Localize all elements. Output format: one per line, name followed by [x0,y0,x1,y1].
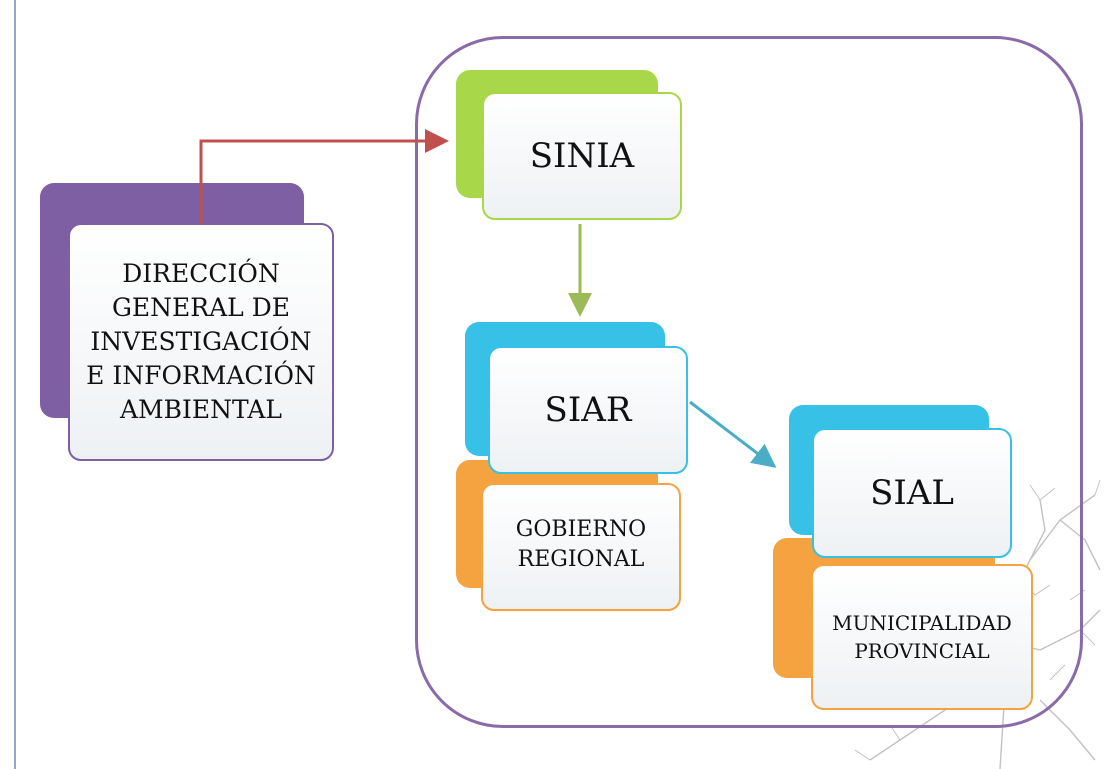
gobierno-node: GOBIERNO REGIONAL [481,483,681,611]
direccion-line: INVESTIGACIÓN [90,327,312,356]
direccion-line: DIRECCIÓN [122,259,280,288]
sinia-label: SINIA [529,136,635,176]
page-margin-rule [14,0,16,769]
direccion-line: E INFORMACIÓN [86,361,316,390]
municipalidad-line: PROVINCIAL [854,639,990,663]
direccion-node: DIRECCIÓN GENERAL DE INVESTIGACIÓN E INF… [68,223,334,461]
municipalidad-label: MUNICIPALIDAD PROVINCIAL [832,609,1012,665]
municipalidad-line: MUNICIPALIDAD [832,611,1012,635]
siar-node: SIAR [488,346,688,474]
gobierno-line: GOBIERNO [515,517,647,542]
direccion-line: GENERAL DE [111,293,291,322]
system-frame [415,36,1083,728]
sial-label: SIAL [870,473,954,513]
direccion-line: AMBIENTAL [119,395,282,424]
gobierno-label: GOBIERNO REGIONAL [516,515,646,575]
sial-node: SIAL [812,428,1012,558]
direccion-label: DIRECCIÓN GENERAL DE INVESTIGACIÓN E INF… [86,257,316,427]
municipalidad-node: MUNICIPALIDAD PROVINCIAL [811,564,1033,710]
siar-label: SIAR [544,390,632,430]
sinia-node: SINIA [482,92,682,220]
gobierno-line: REGIONAL [517,547,645,572]
